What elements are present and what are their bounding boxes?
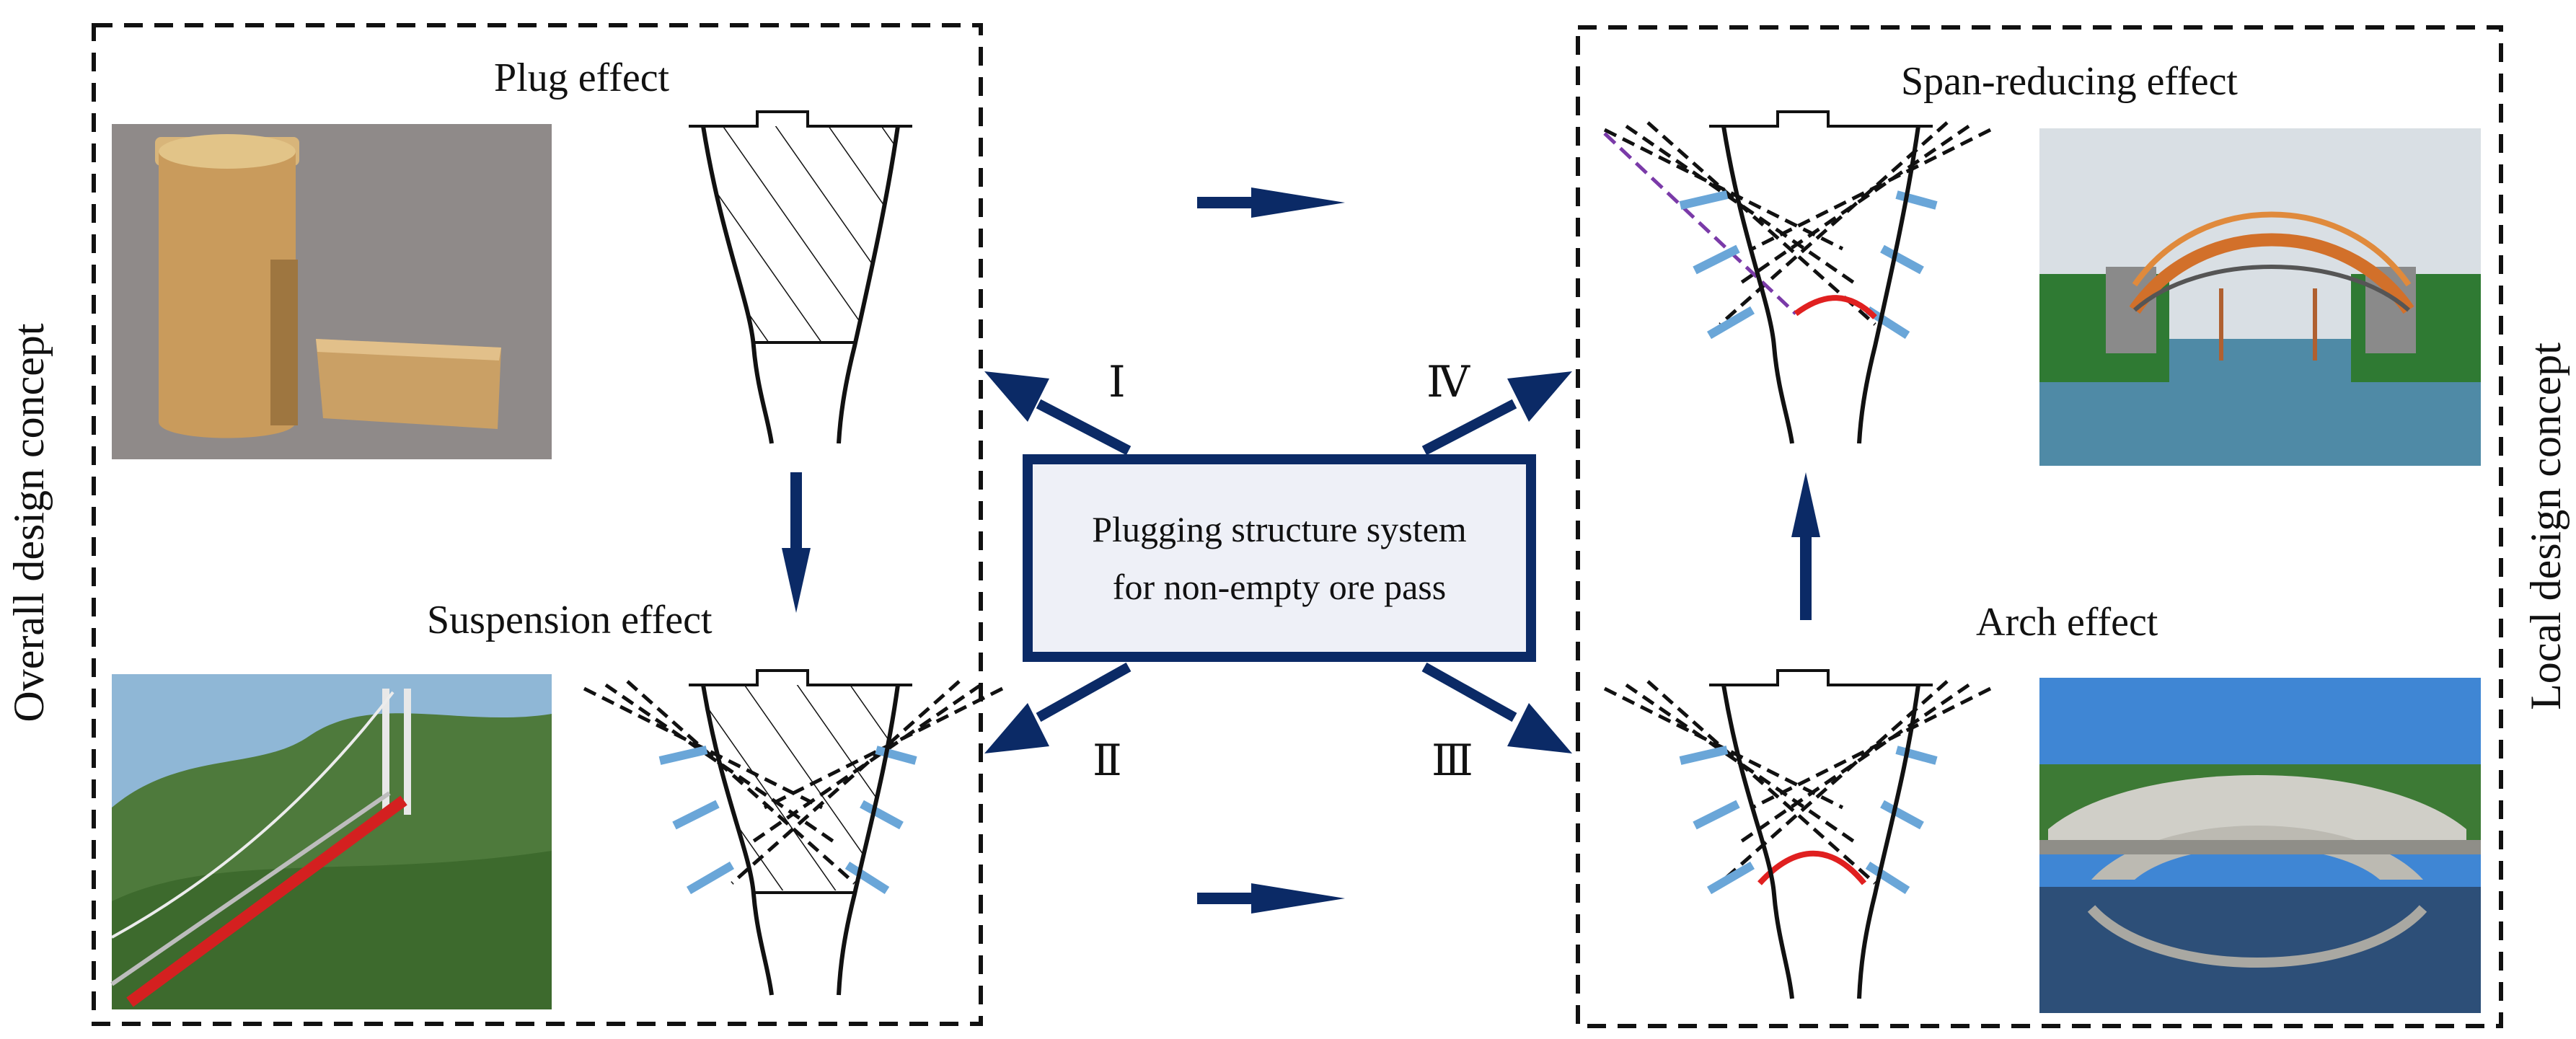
left-side-label: Overall design concept — [5, 323, 53, 722]
arch-effect-label: Arch effect — [1976, 600, 2158, 645]
roman-label-iv: Ⅳ — [1426, 358, 1470, 406]
arrow-bottom-right — [1197, 883, 1345, 914]
stone-arch-bridge-photo — [2039, 678, 2481, 1013]
arrow-arch-to-span-reducing — [1791, 472, 1820, 620]
plug-effect-label: Plug effect — [494, 56, 670, 100]
suspension-ore-pass-drawing — [583, 669, 1004, 996]
left-group-frame — [92, 23, 983, 1026]
arrow-to-suspension — [984, 662, 1132, 753]
roman-label-i: Ⅰ — [1108, 358, 1126, 406]
roman-label-iii: Ⅲ — [1432, 737, 1473, 784]
plug-ore-pass-drawing — [689, 110, 912, 444]
arch-ore-pass-drawing — [1603, 669, 1992, 999]
span-reducing-effect-label: Span-reducing effect — [1901, 59, 2238, 104]
arch-curve — [1757, 850, 1867, 885]
arrow-to-plug — [984, 371, 1132, 456]
center-system-box: Plugging structure system for non-empty … — [1023, 454, 1536, 662]
arrow-to-arch — [1421, 662, 1572, 753]
arrow-top-right — [1197, 187, 1345, 218]
suspension-bridge-photo — [110, 674, 552, 1009]
right-group-frame — [1576, 25, 2503, 1028]
span-reducing-ore-pass-drawing — [1603, 110, 1992, 444]
arch-curve — [1794, 295, 1877, 319]
extension-line — [1603, 132, 1797, 315]
center-title-line1: Plugging structure system — [1092, 509, 1467, 549]
right-side-label: Local design concept — [2522, 342, 2570, 710]
plug-photo — [112, 124, 552, 459]
arrow-plug-to-suspension — [782, 472, 811, 613]
arrow-to-span-reducing — [1421, 371, 1572, 456]
garden-bridge-photo — [2039, 128, 2481, 466]
roman-label-ii: Ⅱ — [1093, 737, 1122, 784]
suspension-effect-label: Suspension effect — [427, 598, 713, 642]
center-title-line2: for non-empty ore pass — [1112, 567, 1447, 607]
